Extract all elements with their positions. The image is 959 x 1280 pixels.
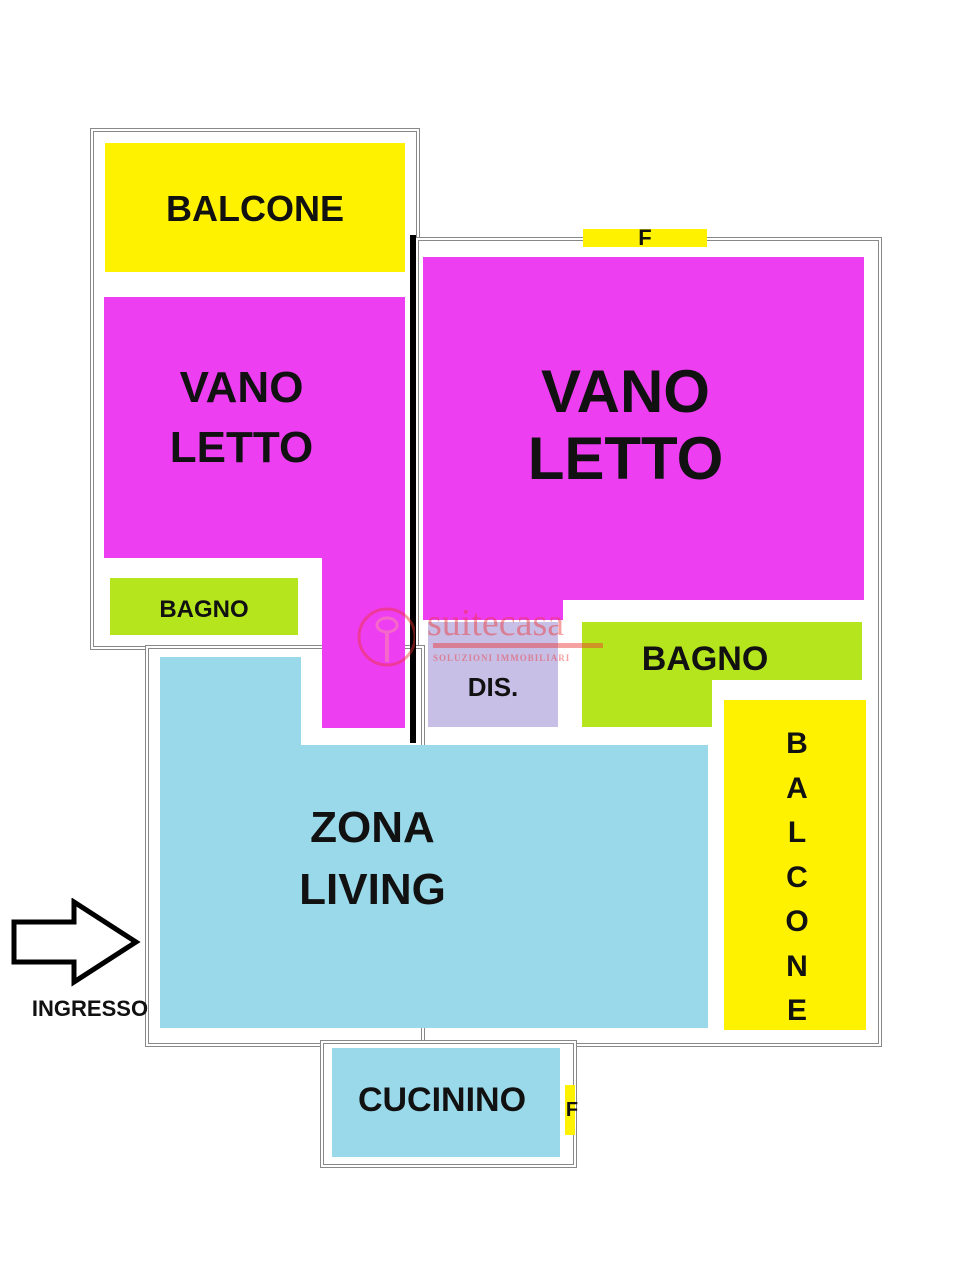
room-dis — [428, 622, 558, 727]
room-bagno-right-ext — [582, 678, 712, 727]
label-balcone-top: BALCONE — [166, 188, 344, 229]
label-cucinino: CUCININO — [357, 1081, 527, 1119]
label-ingresso: INGRESSO — [31, 996, 149, 1021]
partition-wall — [410, 235, 416, 743]
room-balcone-top — [105, 143, 405, 272]
key-logo-icon — [357, 607, 417, 667]
room-bagno-right — [582, 622, 862, 680]
window-top — [583, 229, 707, 247]
room-balcone-right — [724, 700, 866, 1030]
window-cucinino — [565, 1085, 575, 1135]
entrance-arrow-icon — [11, 898, 141, 987]
room-cucinino — [332, 1048, 560, 1157]
room-vano-letto-right — [423, 257, 864, 600]
label-window-cucinino: F — [565, 1099, 579, 1121]
room-vano-letto-left — [104, 297, 405, 558]
room-bagno-left — [110, 578, 298, 635]
room-vano-letto-left-ext — [322, 555, 405, 728]
room-zona-living-upper — [160, 657, 301, 752]
room-vano-letto-right-ext — [423, 598, 563, 620]
label-bagno-right: BAGNO — [641, 640, 769, 678]
label-bagno-left: BAGNO — [159, 596, 249, 623]
label-window-top: F — [638, 225, 652, 250]
label-dis: DIS. — [467, 672, 519, 702]
watermark: suitecasa SOLUZIONI IMMOBILIARI — [355, 602, 605, 670]
room-zona-living — [160, 745, 708, 1028]
